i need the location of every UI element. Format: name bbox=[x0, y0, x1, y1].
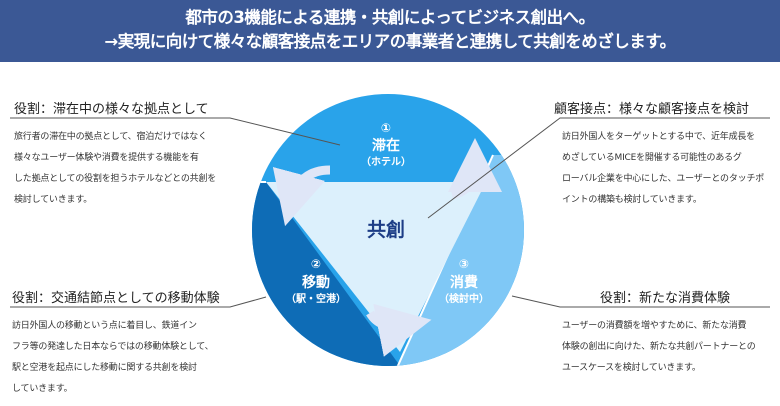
block-line: めざしているMICEを開催する可能性のあるグ bbox=[562, 153, 742, 163]
block-line: 訪日外国人をターゲットとする中で、近年成長を bbox=[562, 132, 755, 142]
segment-stay-number: ① bbox=[381, 121, 391, 135]
block-line: 旅行者の滞在中の拠点として、宿泊だけではなく bbox=[14, 132, 207, 142]
segment-consume-title: 消費 bbox=[450, 274, 478, 291]
block-line: 駅と空港を起点にした移動に関する共創を検討 bbox=[12, 363, 197, 373]
block-line: ローバル企業を中心にした、ユーザーとのタッチポ bbox=[562, 174, 765, 184]
segment-consume-number: ③ bbox=[459, 257, 469, 271]
block-touchpoint: 顧客接点：様々な顧客接点を検討 訪日外国人をターゲットとする中で、近年成長を め… bbox=[554, 98, 777, 211]
header-line-1: 都市の3機能による連携・共創によってビジネス創出へ。 bbox=[185, 8, 595, 27]
header-line-2: →実現に向けて様々な顧客接点をエリアの事業者と連携して共創をめざします。 bbox=[104, 32, 676, 51]
block-line: フラ等の発達した日本ならではの移動体験として、 bbox=[12, 342, 214, 352]
center-label: 共創 bbox=[367, 218, 405, 241]
block-stay: 役割：滞在中の様々な拠点として 旅行者の滞在中の拠点として、宿泊だけではなく 様… bbox=[14, 98, 274, 211]
block-line: イントの構築も検討していきます。 bbox=[562, 195, 702, 205]
block-line: した拠点としての役割を担うホテルなどとの共創を bbox=[14, 174, 217, 184]
page-header: 都市の3機能による連携・共創によってビジネス創出へ。 →実現に向けて様々な顧客接… bbox=[0, 0, 780, 62]
block-line: ユーザーの消費額を増やすために、新たな消費 bbox=[562, 321, 747, 331]
block-line: していきます。 bbox=[12, 384, 73, 394]
block-heading: 役割：交通結節点としての移動体験 bbox=[12, 291, 220, 306]
block-line: 体験の創出に向けた、新たな共創パートナーとの bbox=[562, 342, 756, 352]
block-line: 検討していきます。 bbox=[14, 195, 93, 205]
arrow-icon bbox=[366, 303, 432, 357]
segment-stay-sub: （ホテル） bbox=[361, 155, 411, 168]
arrow-icon bbox=[447, 138, 502, 200]
segment-move-title: 移動 bbox=[302, 274, 330, 291]
block-line: 様々なユーザー体験や消費を提供する機能を有 bbox=[14, 153, 199, 163]
segment-move-sub: （駅・空港） bbox=[286, 292, 346, 305]
arrow-icon bbox=[272, 165, 331, 227]
block-line: ユースケースを検討していきます。 bbox=[562, 363, 701, 373]
segment-stay-title: 滞在 bbox=[372, 137, 400, 154]
block-heading: 役割：新たな消費体験 bbox=[600, 291, 731, 306]
block-line: 訪日外国人の移動という点に着目し、鉄道イン bbox=[12, 321, 197, 331]
segment-consume-sub: （検討中） bbox=[439, 292, 489, 305]
block-heading: 顧客接点：様々な顧客接点を検討 bbox=[554, 102, 750, 117]
block-heading: 役割：滞在中の様々な拠点として bbox=[14, 102, 209, 117]
block-consume: 役割：新たな消費体験 ユーザーの消費額を増やすために、新たな消費 体験の創出に向… bbox=[562, 287, 777, 379]
segment-move-number: ② bbox=[311, 257, 321, 271]
block-move: 役割：交通結節点としての移動体験 訪日外国人の移動という点に着目し、鉄道イン フ… bbox=[12, 287, 272, 400]
